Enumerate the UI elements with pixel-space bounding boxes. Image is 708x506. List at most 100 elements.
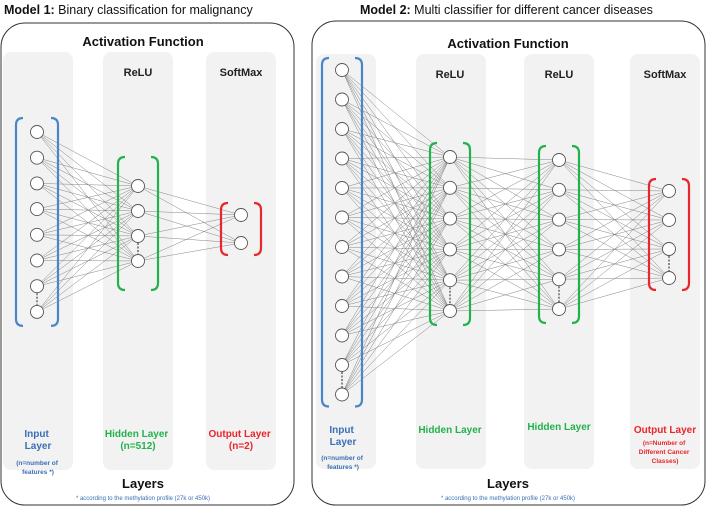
model1-layer-brackets (14, 116, 263, 327)
model2-output-sub-line3: Classes) (652, 458, 679, 465)
m2-connection-line (558, 189, 670, 221)
m2-connection-line (341, 279, 451, 336)
m2-connection-line (449, 187, 560, 310)
model2-input-sub-line2: features *) (327, 464, 359, 471)
m2-neuron-node (335, 122, 349, 136)
model1-neurons (30, 125, 248, 319)
model1-title: Model 1: Binary classification for malig… (4, 3, 253, 17)
m2-connection-line (558, 248, 670, 280)
model2-output-label: Output Layer (634, 425, 696, 436)
model1-hidden-label: Hidden Layer (n=512) (105, 429, 171, 452)
m2-connection-line (449, 159, 560, 281)
m2-connection-line (341, 187, 451, 277)
m2-connection-line (558, 277, 670, 310)
m1-connection-line (36, 260, 139, 287)
m2-connection-line (341, 128, 451, 158)
model2-input-sublabel: (n=number of features *) (321, 455, 365, 471)
m2-connection-line (341, 218, 451, 248)
m2-connection-line (558, 219, 670, 279)
m2-neuron-node (335, 210, 349, 225)
m2-connection-line (341, 128, 451, 188)
m2-connection-line (449, 219, 560, 250)
m2-neuron-node (335, 328, 349, 343)
m2-connection-line (449, 159, 560, 219)
m2-connection-line (341, 69, 451, 158)
m2-connection-line (449, 249, 560, 281)
m1-connection-line (36, 185, 139, 210)
m2-connection-line (341, 69, 451, 188)
m2-connection-line (341, 279, 451, 307)
model1-title-rest: Binary classification for malignancy (55, 3, 254, 17)
m2-connection-line (341, 99, 451, 219)
model1-input-label: Input Layer (24, 429, 51, 452)
m2-connection-line (341, 128, 451, 219)
m2-connection-line (558, 189, 670, 192)
m2-connection-line (341, 218, 451, 277)
m2-connection-line (449, 187, 560, 220)
m2-neuron-node (662, 213, 676, 227)
m2-connection-line (341, 305, 451, 312)
m2-connection-line (449, 218, 560, 280)
model1-activation-softmax: SoftMax (220, 67, 264, 79)
m1-connection-line (36, 210, 139, 313)
m1-connection-line (36, 210, 139, 236)
m2-bracket-2-left (537, 144, 547, 325)
m2-connection-line (341, 218, 451, 366)
m2-connection-line (449, 156, 560, 220)
model1-footnote: * according to the methylation profile (… (76, 496, 210, 502)
m1-connection-line (36, 131, 139, 212)
m2-connection-line (341, 187, 451, 336)
m1-connection-line (137, 210, 242, 216)
model2-activation-title: Activation Function (447, 36, 568, 51)
m2-connection-line (449, 219, 560, 312)
m2-connection-line (341, 99, 451, 158)
model1-group: Model 1: Binary classification for malig… (0, 3, 295, 506)
model2-column-hidden1 (416, 54, 486, 469)
m2-connection-line (341, 276, 451, 281)
m2-connection-line (449, 156, 560, 191)
model1-output-label-line1: Output Layer (208, 429, 270, 440)
model1-activation-relu: ReLU (124, 67, 153, 79)
m2-connection-line (449, 218, 560, 250)
m2-connection-line (449, 189, 560, 250)
m2-bracket-1-left (428, 141, 438, 327)
m1-neuron-node (30, 253, 44, 268)
m2-connection-line (558, 219, 670, 250)
m2-neuron-node (443, 180, 457, 195)
m2-connection-line (341, 69, 451, 219)
m1-connection-line (36, 260, 139, 313)
m2-neuron-node (443, 242, 457, 257)
m1-bracket-2-right (253, 201, 263, 257)
m2-neuron-node (335, 299, 349, 313)
m1-neuron-node (30, 279, 44, 294)
m2-connection-line (558, 190, 670, 220)
model1-activation-title: Activation Function (82, 34, 203, 49)
m1-connection-line (36, 157, 139, 187)
m2-connection-line (449, 308, 560, 312)
m2-neuron-node (335, 358, 349, 372)
m2-connection-line (341, 128, 451, 281)
m1-neuron-node (234, 236, 248, 250)
m2-connection-line (341, 246, 451, 281)
m1-connection-line (137, 235, 242, 244)
m2-connection-line (341, 217, 451, 281)
m2-bracket-3-left (647, 177, 657, 292)
m2-connection-line (341, 158, 451, 219)
m2-connection-line (341, 187, 451, 366)
m2-connection-line (558, 249, 670, 279)
m2-connection-line (341, 218, 451, 336)
m1-connection-line (137, 210, 242, 244)
model2-title: Model 2: Multi classifier for different … (360, 3, 653, 17)
m1-bracket-2-left (219, 201, 229, 257)
model2-activation-softmax: SoftMax (644, 69, 688, 81)
m2-connection-line (341, 128, 451, 312)
m2-connection-line (341, 187, 451, 312)
m2-neuron-node (335, 269, 349, 284)
m2-connection-line (558, 277, 670, 280)
m2-neuron-node (335, 387, 349, 402)
m2-neuron-node (552, 302, 566, 316)
m2-bracket-2-right (571, 144, 581, 325)
m1-connection-line (36, 210, 139, 261)
m2-connection-line (341, 156, 451, 307)
